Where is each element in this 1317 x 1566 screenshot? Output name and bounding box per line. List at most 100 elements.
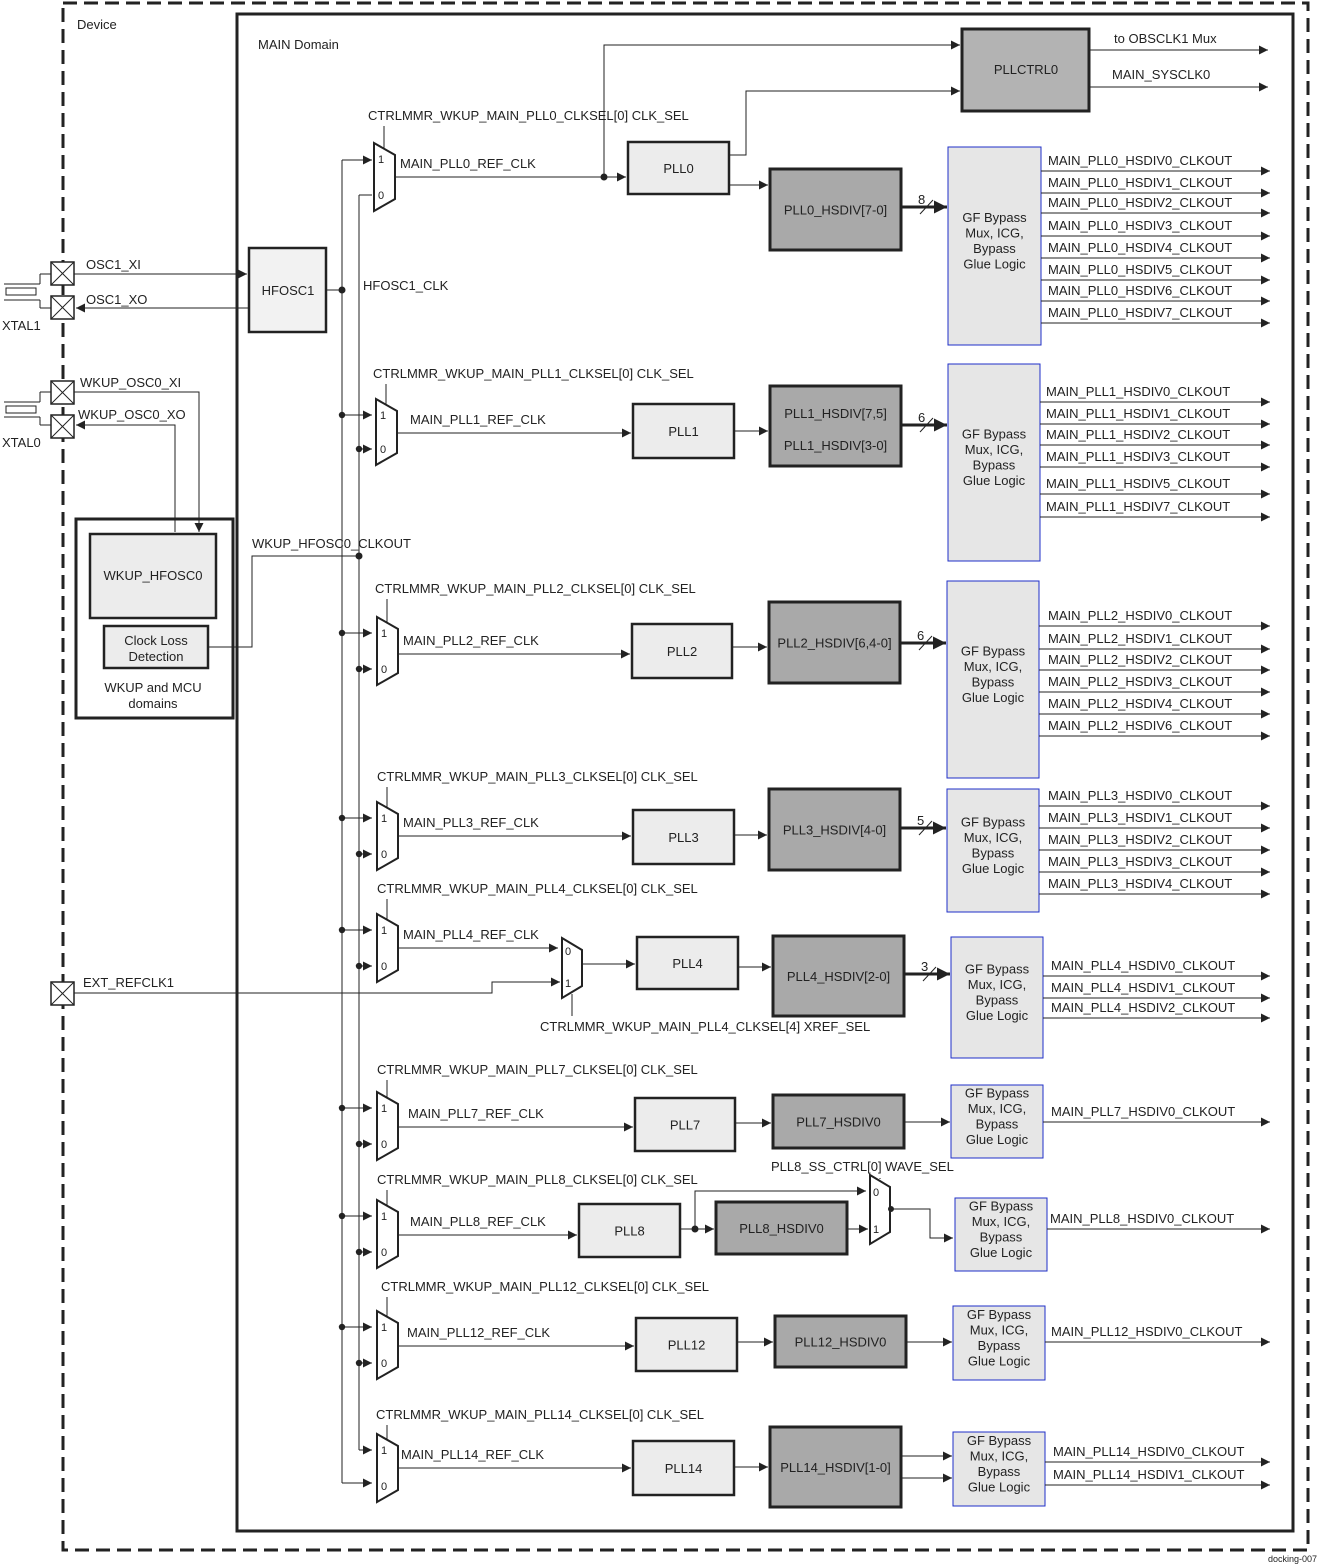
- device-boundary: [61, 1, 1310, 1552]
- mux-input-zero-label: 0: [381, 1139, 387, 1151]
- glue-logic-label: Mux, ICG,: [972, 1214, 1031, 1229]
- pll-label: PLL4: [672, 956, 702, 971]
- pllctrl-label: PLLCTRL0: [994, 62, 1058, 77]
- wkup-xi-wire: [74, 391, 204, 532]
- bus-tap-node: [355, 962, 363, 970]
- glue-logic-block: [947, 146, 1042, 346]
- ref-clk-label: MAIN_PLL4_REF_CLK: [403, 927, 539, 942]
- bus-slash: [922, 966, 937, 982]
- glue-logic-label: Glue Logic: [968, 1354, 1031, 1369]
- clkout-label: MAIN_PLL2_HSDIV6_CLKOUT: [1048, 718, 1232, 733]
- osc1-xi-pin: [50, 261, 75, 286]
- clk-sel-mux: [376, 1090, 399, 1162]
- pll-block: [633, 1096, 737, 1153]
- clk-sel-mux: [375, 397, 398, 467]
- clkout-label: MAIN_PLL14_HSDIV0_CLKOUT: [1053, 1444, 1245, 1459]
- glue-logic-label: Mux, ICG,: [965, 442, 1024, 457]
- hsdiv-label: PLL3_HSDIV[4-0]: [783, 823, 886, 838]
- clkout-label: MAIN_PLL1_HSDIV0_CLKOUT: [1046, 384, 1230, 399]
- hsdiv-label: PLL1_HSDIV[7,5]: [784, 406, 887, 421]
- clkout-label: MAIN_PLL3_HSDIV0_CLKOUT: [1048, 788, 1232, 803]
- hfosc1-clk-label: HFOSC1_CLK: [363, 278, 449, 293]
- glue-logic-label: Glue Logic: [962, 861, 1025, 876]
- glue-logic-label: GF Bypass: [965, 962, 1030, 977]
- glue-logic-label: Glue Logic: [970, 1245, 1033, 1260]
- bus-slash: [918, 820, 933, 836]
- glue-logic-label: Mux, ICG,: [970, 1449, 1029, 1464]
- pll-label: PLL2: [667, 644, 697, 659]
- wave-mux-out-wire: [890, 1208, 953, 1243]
- clkout-label: MAIN_PLL4_HSDIV2_CLKOUT: [1051, 1000, 1235, 1015]
- mux-input-zero-label: 0: [381, 664, 387, 676]
- hsdiv-label: PLL2_HSDIV[6,4-0]: [777, 636, 891, 651]
- wkup-hfosc0-label: WKUP_HFOSC0: [104, 568, 203, 583]
- glue-logic-block: [954, 1197, 1048, 1272]
- hsdiv-label: PLL12_HSDIV0: [795, 1335, 887, 1350]
- bus-tap-node: [355, 850, 363, 858]
- wkup-osc0-xi-pin: [50, 380, 75, 405]
- mux-input-zero-label: 0: [565, 946, 571, 958]
- clkout-label: MAIN_PLL3_HSDIV2_CLKOUT: [1048, 832, 1232, 847]
- ref-clk-label: MAIN_PLL7_REF_CLK: [408, 1106, 544, 1121]
- clkout-label: MAIN_PLL8_HSDIV0_CLKOUT: [1050, 1211, 1234, 1226]
- ref-clk-label: MAIN_PLL12_REF_CLK: [407, 1325, 550, 1340]
- device-label: Device: [77, 17, 117, 32]
- mux-input-zero-label: 0: [381, 961, 387, 973]
- clk-sel-mux: [376, 615, 399, 687]
- ref-clk-label: MAIN_PLL0_REF_CLK: [400, 156, 536, 171]
- pll8-bypass-wire: [694, 1186, 866, 1229]
- footer-label: docking-007: [1268, 1554, 1317, 1564]
- clkout-label: MAIN_PLL12_HSDIV0_CLKOUT: [1051, 1324, 1243, 1339]
- glue-logic-label: GF Bypass: [967, 1307, 1032, 1322]
- clkout-label: MAIN_PLL1_HSDIV2_CLKOUT: [1046, 427, 1230, 442]
- pll-row-pll2: 1 0 CTRLMMR_WKUP_MAIN_PLL2_CLKSEL[0] CLK_S…: [338, 580, 1270, 779]
- clkout-label: MAIN_PLL0_HSDIV7_CLKOUT: [1048, 305, 1232, 320]
- glue-logic-label: Bypass: [978, 1338, 1021, 1353]
- clkout-label: MAIN_PLL2_HSDIV3_CLKOUT: [1048, 674, 1232, 689]
- pll0-to-pllctrl-line: [729, 86, 960, 156]
- mux-input-one-label: 1: [381, 1322, 387, 1334]
- bus-width-label: 6: [917, 628, 924, 643]
- clk-sel-mux: [376, 1198, 399, 1270]
- clk-sel-label: CTRLMMR_WKUP_MAIN_PLL2_CLKSEL[0] CLK_SEL: [375, 581, 696, 596]
- bus-slash: [918, 635, 933, 651]
- clkout-label: MAIN_PLL0_HSDIV6_CLKOUT: [1048, 283, 1232, 298]
- glue-logic-label: Bypass: [976, 993, 1019, 1008]
- bus-tap-node: [338, 629, 346, 637]
- clkout-label: MAIN_PLL7_HSDIV0_CLKOUT: [1051, 1104, 1235, 1119]
- osc1-xo-pin: [50, 295, 75, 320]
- clk-sel-label: CTRLMMR_WKUP_MAIN_PLL0_CLKSEL[0] CLK_SEL: [368, 108, 689, 123]
- glue-logic-label: Bypass: [978, 1464, 1021, 1479]
- pll-label: PLL8: [614, 1224, 644, 1239]
- mux-input-one-label: 1: [565, 978, 571, 990]
- ref-clk-label: MAIN_PLL3_REF_CLK: [403, 815, 539, 830]
- clkout-label: MAIN_PLL1_HSDIV7_CLKOUT: [1046, 499, 1230, 514]
- hsdiv-label: PLL0_HSDIV[7-0]: [784, 203, 887, 218]
- glue-logic-block: [952, 1305, 1046, 1381]
- hsdiv-block: [714, 1200, 849, 1256]
- clkout-label: MAIN_PLL3_HSDIV3_CLKOUT: [1048, 854, 1232, 869]
- pllctrl-block: [960, 27, 1091, 113]
- glue-logic-label: Glue Logic: [966, 1008, 1029, 1023]
- xtal1-crystal: [4, 273, 51, 309]
- mux-input-zero-label: 0: [381, 1358, 387, 1370]
- hsdiv-label: PLL1_HSDIV[3-0]: [784, 438, 887, 453]
- bus-width-label: 6: [918, 410, 925, 425]
- glue-logic-label: Bypass: [980, 1230, 1023, 1245]
- clk-sel-mux: [376, 1309, 399, 1381]
- glue-logic-label: Glue Logic: [962, 690, 1025, 705]
- pll-label: PLL1: [668, 424, 698, 439]
- hsdiv-block: [771, 934, 906, 1018]
- glue-logic-block: [952, 1431, 1046, 1507]
- mux-input-one-label: 1: [381, 628, 387, 640]
- glue-logic-label: Bypass: [973, 241, 1016, 256]
- hsdiv-block: [768, 1425, 903, 1509]
- bus-tap-node: [355, 665, 363, 673]
- clock-loss-line2: Detection: [129, 649, 184, 664]
- clkout-label: MAIN_PLL0_HSDIV3_CLKOUT: [1048, 218, 1232, 233]
- pll-label: PLL0: [663, 161, 693, 176]
- clkout-label: MAIN_PLL1_HSDIV1_CLKOUT: [1046, 406, 1230, 421]
- clkout-label: MAIN_PLL0_HSDIV1_CLKOUT: [1048, 175, 1232, 190]
